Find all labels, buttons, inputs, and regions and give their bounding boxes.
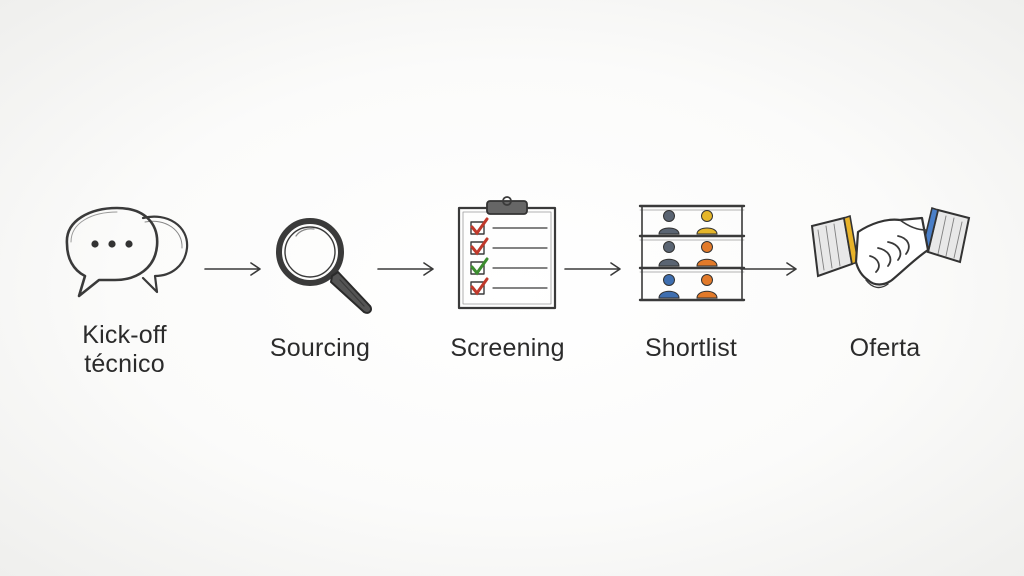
handshake-icon bbox=[810, 206, 971, 289]
stage-label-kickoff: Kick-off técnico bbox=[62, 321, 187, 379]
checklist-row bbox=[470, 277, 548, 296]
stage-oferta bbox=[808, 196, 973, 306]
candidate-avatar-icon bbox=[696, 274, 718, 299]
candidate-avatar-icon bbox=[658, 241, 680, 267]
stage-label-sourcing: Sourcing bbox=[269, 334, 371, 362]
stage-label-kickoff-line2: técnico bbox=[84, 350, 165, 378]
stage-label-screening: Screening bbox=[450, 334, 565, 362]
arrow-right-icon bbox=[564, 262, 621, 276]
candidate-grid-icon bbox=[638, 204, 746, 302]
stage-label-oferta: Oferta bbox=[849, 334, 921, 362]
clipboard-checklist-icon bbox=[457, 196, 557, 310]
magnifier-icon bbox=[276, 218, 373, 314]
stage-sourcing bbox=[252, 196, 392, 326]
chat-bubbles-icon bbox=[65, 206, 189, 298]
arrow-right-icon bbox=[377, 262, 434, 276]
candidate-avatar-icon bbox=[696, 241, 718, 267]
candidate-avatar-icon bbox=[696, 210, 718, 235]
checklist-row bbox=[470, 217, 548, 236]
arrow-right-icon bbox=[740, 262, 797, 276]
stage-label-shortlist: Shortlist bbox=[644, 334, 738, 362]
candidate-avatar-icon bbox=[658, 210, 680, 235]
checklist-row bbox=[470, 257, 548, 276]
stage-label-kickoff-line1: Kick-off bbox=[82, 321, 167, 349]
candidate-avatar-icon bbox=[658, 274, 680, 299]
arrow-right-icon bbox=[204, 262, 261, 276]
stage-kickoff bbox=[55, 196, 195, 306]
stage-shortlist bbox=[622, 196, 762, 316]
checklist-row bbox=[470, 237, 548, 256]
stage-screening bbox=[437, 196, 577, 316]
